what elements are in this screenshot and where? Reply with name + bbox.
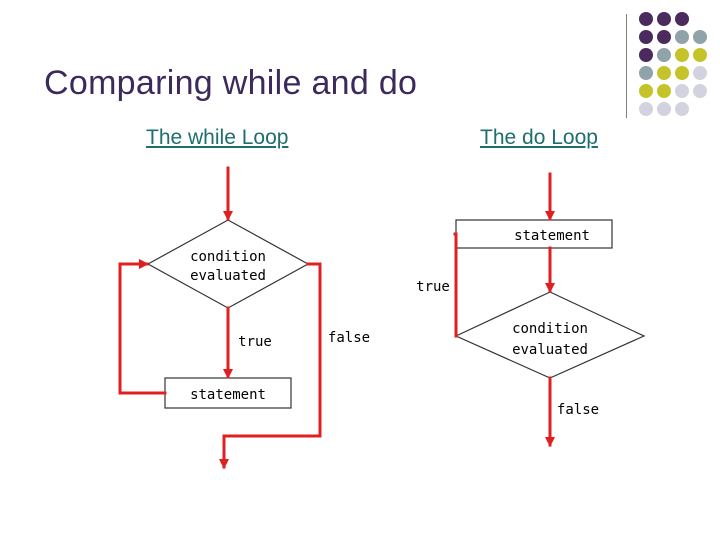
decorative-dot [693,48,707,62]
decorative-dot [657,102,671,116]
decorative-dot [657,30,671,44]
decorative-dot [657,84,671,98]
do-condition-text-line2: evaluated [512,342,588,358]
while-statement-box [164,377,292,409]
do-loop-back-arrow [453,232,458,338]
decorative-dot [693,66,707,80]
decorative-dot [639,84,653,98]
decorative-dot [693,30,707,44]
do-statement-text: statement [514,228,590,244]
do-true-label: true [416,279,450,295]
decorative-dot [657,66,671,80]
do-statement-box [455,219,613,249]
decorative-dot [657,12,671,26]
while-true-label: true [238,334,272,350]
decorative-dot [675,102,689,116]
decorative-dot [693,84,707,98]
decorative-dot [639,30,653,44]
slide-title: Comparing while and do [44,64,418,102]
while-false-label: false [328,330,370,346]
while-condition-text-line2: evaluated [190,268,266,284]
decorative-dot [657,48,671,62]
do-loop-heading: The do Loop [480,126,598,149]
decorative-dot [675,12,689,26]
decorative-dot [639,48,653,62]
decorative-divider-line [626,14,627,118]
while-loop-heading: The while Loop [146,126,289,149]
decorative-dot [675,84,689,98]
while-condition-text-line1: condition [190,249,266,265]
while-loop-flowchart: condition evaluated statement true false [118,166,370,469]
decorative-dot [675,66,689,80]
do-condition-text-line1: condition [512,321,588,337]
decorative-dot [675,30,689,44]
decorative-dot [639,66,653,80]
while-statement-text: statement [190,387,266,403]
do-loop-flowchart: statement condition evaluated true false [416,172,646,447]
decorative-dot [639,12,653,26]
decorative-dot [639,102,653,116]
while-loop-back-arrow [118,259,167,395]
do-condition-diamond [454,291,646,379]
while-false-exit-arrow [219,262,322,469]
decorative-dot [675,48,689,62]
do-false-label: false [557,402,599,418]
